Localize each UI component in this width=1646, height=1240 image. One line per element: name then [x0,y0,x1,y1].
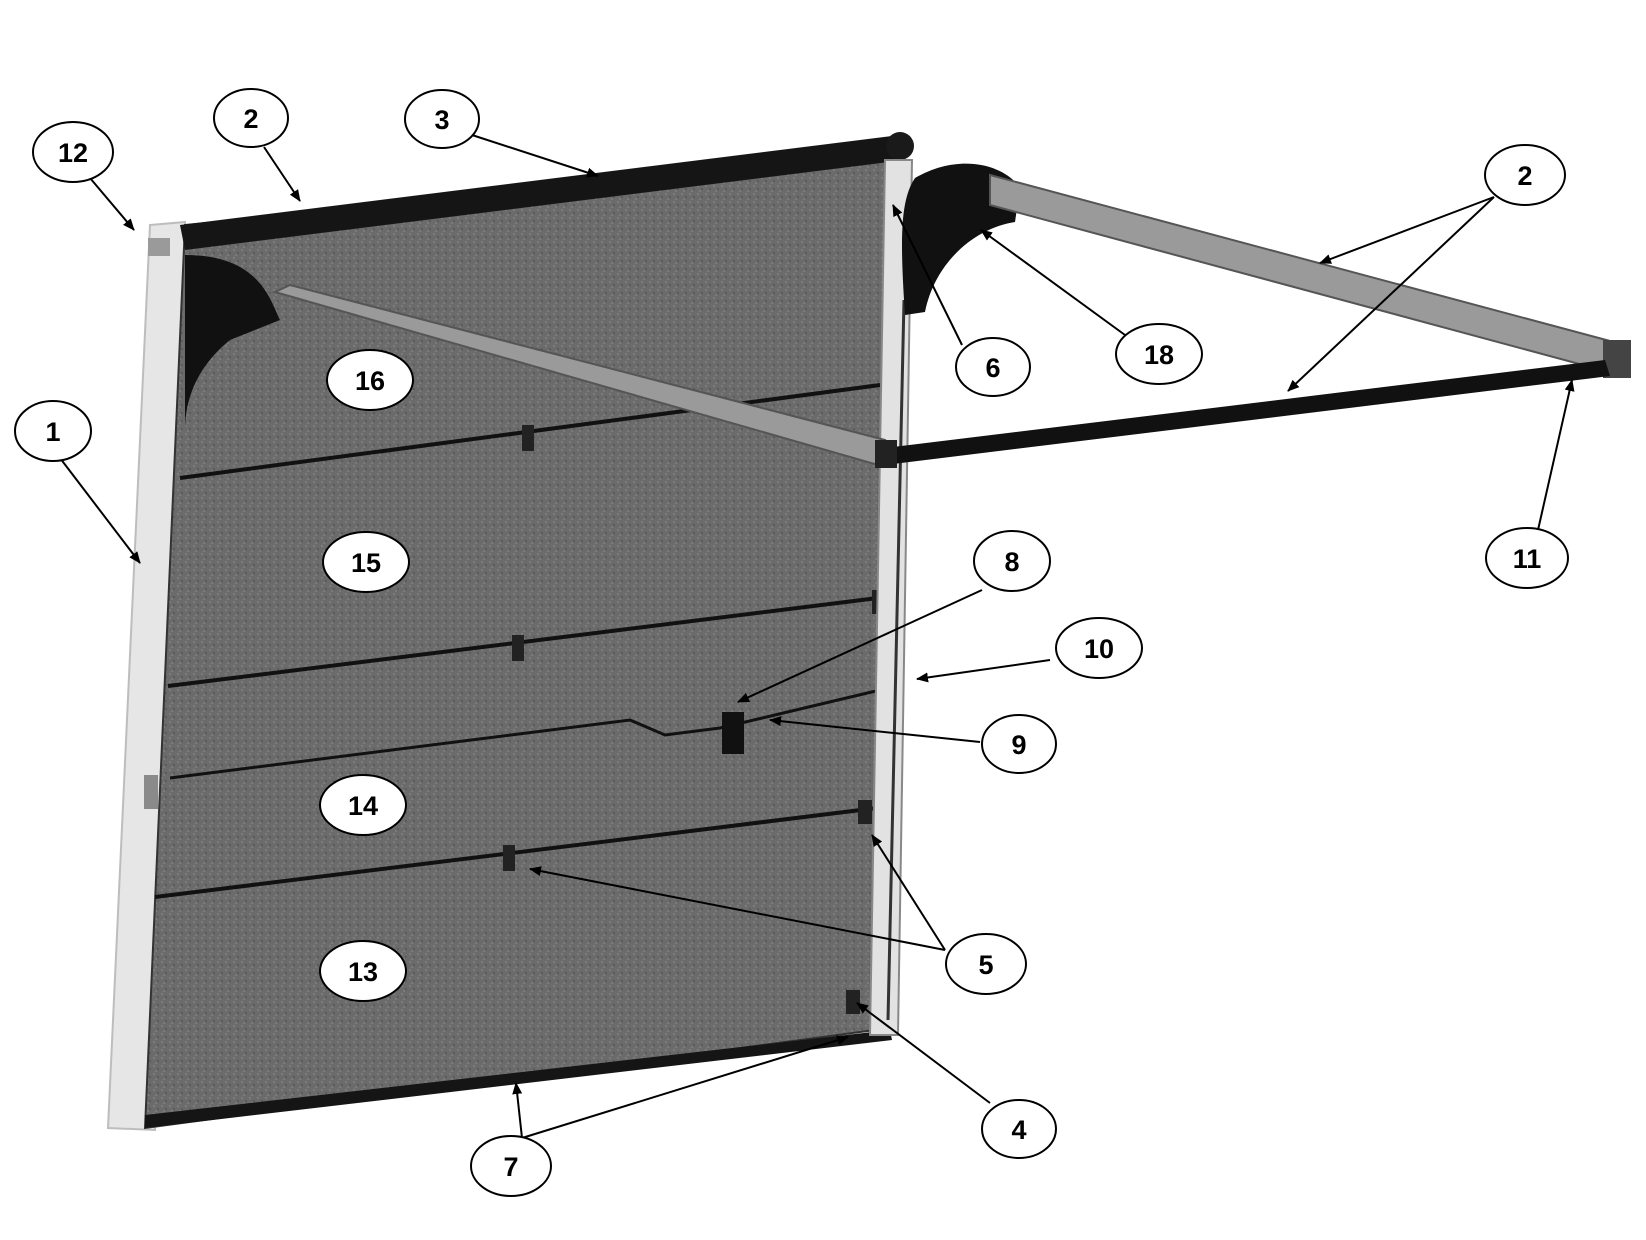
left-curve-track [185,255,280,430]
callout-14: 14 [319,774,407,836]
right-guide-track [886,299,906,1021]
callout-6: 6 [955,337,1031,397]
left-frame-post [106,220,187,1132]
frame-top-bracket [148,238,170,256]
panel-joint-3 [154,806,878,899]
top-rail [180,135,905,250]
callout-16-label: 16 [355,366,385,396]
callout-18-label: 18 [1144,340,1174,370]
lock-handle [722,712,744,754]
callout-13-label: 13 [348,957,378,987]
side-roller [846,990,860,1014]
callout-10-label: 10 [1084,634,1114,664]
callout-7-label: 7 [503,1152,518,1182]
callout-3-label: 3 [434,105,449,135]
callout-5: 5 [945,933,1027,995]
bottom-rail [145,1030,892,1128]
callout-8: 8 [973,530,1051,592]
lock-rod [169,688,881,780]
callout-2-right: 2 [1484,144,1566,206]
callout-9: 9 [981,714,1057,774]
callout-8-label: 8 [1004,547,1019,577]
callout-14-label: 14 [348,791,378,821]
brace-bracket [875,440,897,468]
callout-4-label: 4 [1011,1115,1026,1145]
callout-15: 15 [322,531,410,593]
callout-3: 3 [404,89,480,149]
callout-2-top: 2 [213,88,289,148]
callout-5-label: 5 [978,950,993,980]
callout-2-top-label: 2 [243,104,258,134]
leaders [59,134,1575,1139]
side-lock [144,775,158,809]
callout-15-label: 15 [351,548,381,578]
callout-6-label: 6 [985,353,1000,383]
callout-4: 4 [981,1099,1057,1159]
callout-12-label: 12 [58,138,88,168]
callout-16: 16 [326,349,414,411]
spring-end [886,132,914,160]
callout-1: 1 [14,400,92,462]
callout-1-label: 1 [45,417,60,447]
callout-11: 11 [1485,527,1569,589]
callout-13: 13 [319,940,407,1002]
callout-9-label: 9 [1011,730,1026,760]
callout-10: 10 [1055,617,1143,679]
hinge [512,635,524,661]
hinge [522,425,534,451]
callout-7: 7 [470,1135,552,1197]
callout-18: 18 [1115,323,1203,385]
cross-brace [885,360,1610,465]
callout-2-right-label: 2 [1517,161,1532,191]
callout-12: 12 [32,121,114,183]
callout-11-label: 11 [1513,544,1542,574]
hinge [503,845,515,871]
side-roller [858,800,872,824]
